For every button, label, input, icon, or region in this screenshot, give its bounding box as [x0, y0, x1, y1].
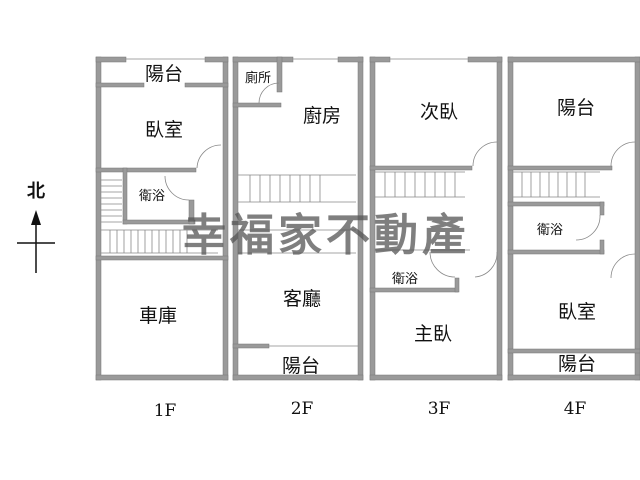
room-label: 衛浴 — [392, 272, 418, 287]
room-label: 臥室 — [145, 119, 183, 141]
room-label: 主臥 — [414, 323, 452, 345]
room-label: 次臥 — [420, 101, 458, 123]
room-label: 陽台 — [557, 97, 595, 119]
room-label: 衛浴 — [139, 189, 165, 204]
floor-3f: 衛浴 次臥 主臥 3F — [369, 56, 503, 419]
room-label: 陽台 — [282, 355, 320, 377]
room-label: 陽台 — [145, 63, 183, 85]
arrow-head-icon — [31, 210, 41, 225]
room-label: 客廳 — [283, 288, 321, 310]
room-label: 衛浴 — [537, 223, 563, 238]
room-label: 廁所 — [245, 70, 271, 86]
floor-label: 4F — [564, 399, 587, 419]
floor-1f: 陽台 臥室 衛浴 車庫 1F — [95, 56, 229, 421]
room-label: 車庫 — [139, 305, 177, 327]
watermark: 幸福家不動產 — [182, 210, 470, 261]
floor-label: 3F — [428, 399, 451, 419]
floor-2f: 廁所 廚房 客廳 陽台 2F — [232, 56, 364, 419]
room-label: 陽台 — [558, 353, 596, 375]
room-label: 廚房 — [303, 104, 341, 127]
floor-label: 2F — [291, 399, 314, 419]
north-label: 北 — [27, 181, 45, 202]
room-label: 臥室 — [558, 301, 596, 323]
north-compass: 北 — [17, 181, 55, 273]
floor-label: 1F — [154, 401, 177, 421]
floor-4f: 陽台 衛浴 臥室 陽台 4F — [507, 56, 640, 419]
